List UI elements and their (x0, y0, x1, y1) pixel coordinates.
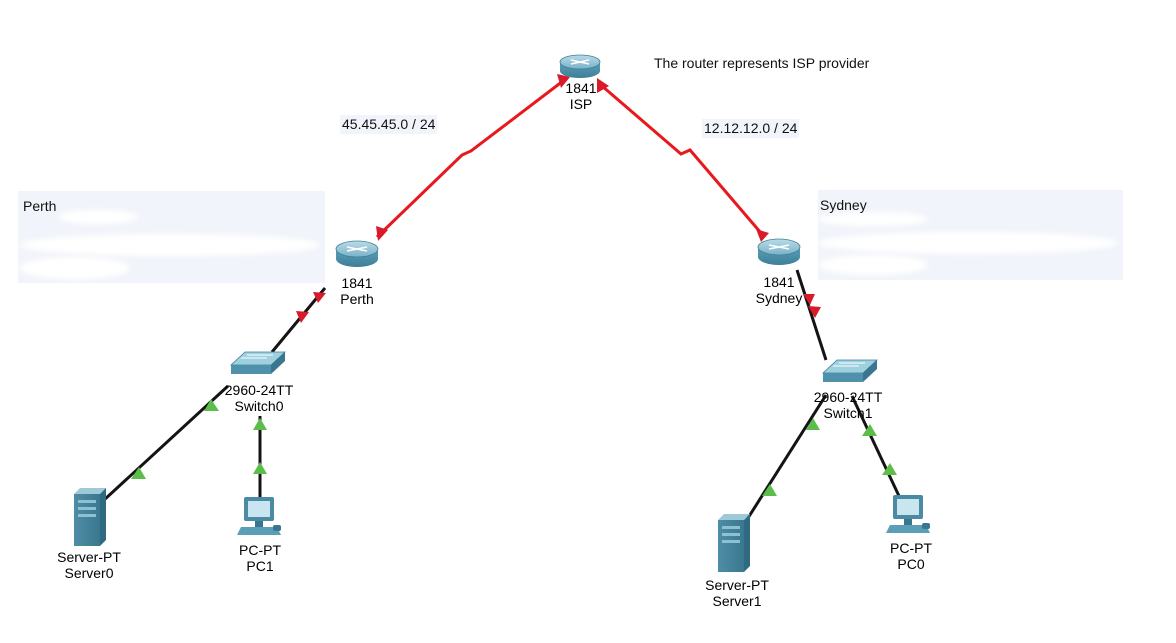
router-sydney-icon[interactable] (757, 238, 801, 265)
link-switch0-server0[interactable] (102, 384, 230, 502)
status-up-icon (862, 424, 877, 436)
status-up-icon (204, 399, 219, 411)
switch1-icon[interactable] (821, 359, 879, 382)
status-up-icon (253, 418, 267, 430)
status-down-icon (296, 311, 309, 323)
router-perth-icon[interactable] (335, 240, 379, 267)
link-sydney-switch1[interactable] (795, 269, 828, 361)
network-label-perth-isp[interactable]: 45.45.45.0 / 24 (340, 115, 438, 134)
server1-icon[interactable] (718, 514, 750, 572)
redaction-mark (818, 232, 1118, 254)
status-up-icon (131, 467, 146, 479)
isp-note[interactable]: The router represents ISP provider (654, 55, 870, 71)
link-status-markers (131, 74, 897, 496)
status-up-icon (762, 484, 777, 496)
redaction-mark (818, 212, 928, 226)
status-down-icon (756, 229, 769, 242)
link-isp-perth[interactable] (375, 79, 564, 239)
switch0-icon[interactable] (229, 351, 287, 374)
server0-icon[interactable] (74, 488, 106, 546)
status-up-icon (253, 462, 267, 474)
status-down-icon (313, 292, 326, 303)
status-down-icon (597, 78, 609, 93)
link-switch1-pc0[interactable] (850, 395, 901, 497)
network-label-isp-sydney[interactable]: 12.12.12.0 / 24 (702, 119, 800, 138)
perth-note-title[interactable]: Perth (23, 198, 57, 214)
pc0-icon[interactable] (886, 495, 930, 533)
redaction-mark (20, 257, 130, 279)
status-up-icon (806, 418, 820, 430)
status-down-icon (808, 306, 821, 318)
status-down-icon (376, 226, 388, 241)
status-down-icon (803, 294, 815, 305)
router-isp-icon[interactable] (559, 54, 601, 78)
pc1-icon[interactable] (237, 497, 281, 535)
sydney-note-title[interactable]: Sydney (820, 197, 867, 213)
link-isp-sydney[interactable] (601, 84, 763, 234)
redaction-mark (818, 255, 928, 275)
status-down-icon (557, 74, 570, 88)
redaction-mark (58, 210, 138, 224)
link-switch1-server1[interactable] (746, 394, 828, 519)
status-up-icon (882, 463, 897, 475)
redaction-mark (20, 234, 320, 256)
